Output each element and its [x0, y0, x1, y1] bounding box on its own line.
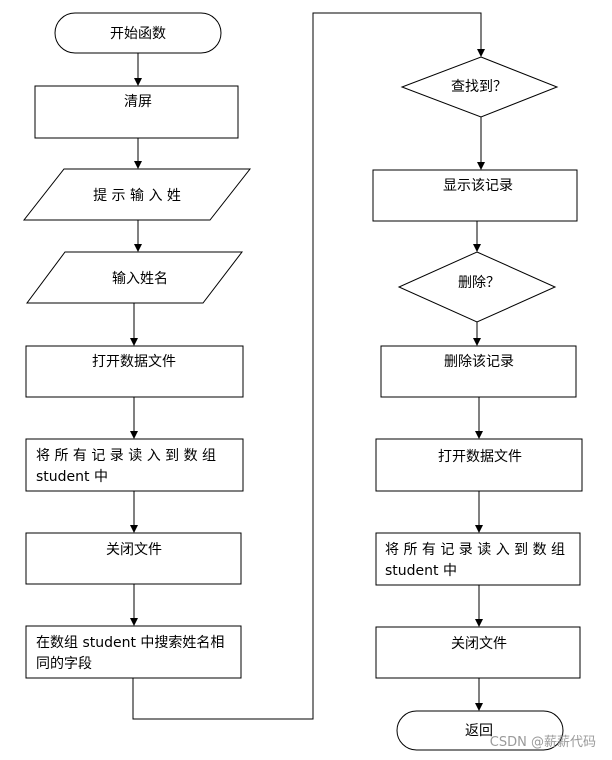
watermark: CSDN @薪薪代码: [490, 735, 596, 750]
close-file-box-1: [25, 532, 242, 585]
arrowhead: [475, 431, 483, 439]
close-file-box-2: [375, 626, 581, 679]
clear-screen-box: [34, 85, 239, 139]
arrowhead: [130, 431, 138, 439]
arrowhead: [475, 525, 483, 533]
arrowhead: [477, 162, 485, 170]
return-label: 返回: [465, 723, 493, 739]
arrowhead: [130, 338, 138, 346]
arrowhead: [134, 161, 142, 169]
delete-q-label: 删除？: [458, 275, 500, 291]
delete-record-box: [380, 345, 577, 398]
read-records-line2-2: student 中: [385, 563, 457, 579]
arrowhead: [134, 244, 142, 252]
read-records-line1-2: 将 所 有 记 录 读 入 到 数 组: [385, 541, 565, 558]
search-line1: 在数组 student 中搜索姓名相: [36, 634, 224, 651]
arrowhead: [473, 338, 481, 346]
arrowhead: [473, 244, 481, 252]
prompt-surname-io: [22, 168, 252, 221]
read-records-box-2: [375, 532, 581, 586]
open-file-label-2: 打开数据文件: [438, 448, 522, 465]
open-file-box-2: [375, 438, 583, 492]
open-file-box-1: [25, 345, 244, 398]
arrowhead: [134, 78, 142, 86]
close-file-label-2: 关闭文件: [451, 636, 507, 652]
arrowhead: [130, 618, 138, 626]
show-record-box: [372, 169, 578, 222]
connector-left-to-right: [132, 12, 482, 720]
read-records-line2-1: student 中: [36, 469, 108, 485]
search-box: [25, 625, 242, 679]
read-records-line1-1: 将 所 有 记 录 读 入 到 数 组: [36, 447, 216, 464]
prompt-surname-label: 提 示 输 入 姓: [93, 188, 181, 204]
clear-screen-label: 清屏: [124, 94, 152, 110]
input-name-io: [26, 251, 244, 304]
search-line2: 同的字段: [36, 656, 92, 672]
return-terminator: [396, 710, 564, 751]
delete-record-label: 删除该记录: [444, 354, 514, 370]
found-label: 查找到？: [451, 79, 507, 95]
input-name-label: 输入姓名: [112, 271, 168, 287]
arrowhead: [130, 525, 138, 533]
start-label: 开始函数: [110, 26, 166, 42]
open-file-label-1: 打开数据文件: [92, 353, 176, 370]
close-file-label-1: 关闭文件: [106, 542, 162, 558]
arrowhead: [477, 49, 485, 57]
arrowhead: [475, 619, 483, 627]
arrowhead: [475, 703, 483, 711]
show-record-label: 显示该记录: [443, 178, 513, 194]
